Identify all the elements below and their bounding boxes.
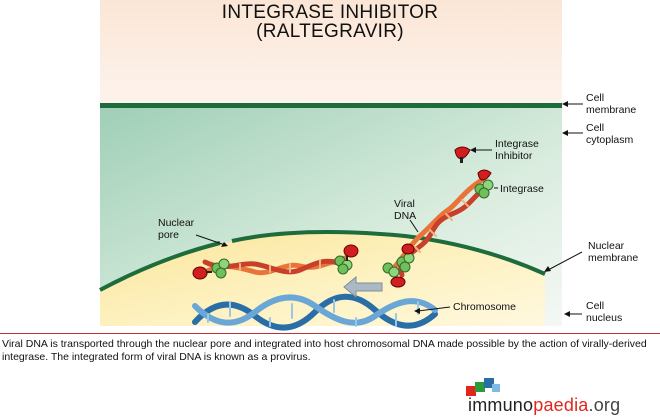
integrase-inhibitor-bound-top	[477, 169, 492, 181]
nuclear-membrane-left	[99, 241, 221, 292]
logo-text-part1: immuno	[468, 395, 534, 415]
logo-text-part3: .org	[588, 395, 621, 415]
logo-text-part2: paedia	[533, 395, 589, 415]
figure-caption: Viral DNA is transported through the nuc…	[2, 338, 647, 363]
label-integrase: Integrase	[500, 183, 544, 195]
leader-lines	[195, 103, 583, 315]
integrase-inhibitor-left	[192, 266, 212, 280]
extracellular-region	[100, 0, 562, 104]
integrase-inhibitor-pore-lower	[390, 276, 406, 288]
nucleus-region	[100, 233, 545, 326]
transport-arrow	[343, 275, 383, 299]
label-chromosome: Chromosome	[453, 301, 517, 313]
diagram-title-line1: INTEGRASE INHIBITOR	[221, 2, 439, 23]
immunopaedia-logo[interactable]: immunopaedia.org	[468, 395, 620, 416]
integrase-complex-middle	[396, 252, 415, 273]
chromosome-helix	[192, 293, 438, 331]
caption-separator	[0, 333, 660, 334]
integrase-inhibitor-right	[343, 244, 359, 261]
cell-membrane	[100, 103, 562, 108]
integrase-complex-lower	[382, 262, 400, 278]
integrase-inhibitor-free	[454, 146, 471, 163]
integrase-inhibitor-pore-upper	[401, 243, 415, 255]
logo-cubes-icon	[466, 378, 500, 396]
integrase-complex-upper	[474, 179, 494, 199]
integrase-complex-left	[211, 258, 230, 279]
nuclear-membrane-right	[231, 230, 546, 276]
leader-arrowheads	[221, 101, 570, 317]
diagram-title-line2: (RALTEGRAVIR)	[256, 21, 404, 42]
